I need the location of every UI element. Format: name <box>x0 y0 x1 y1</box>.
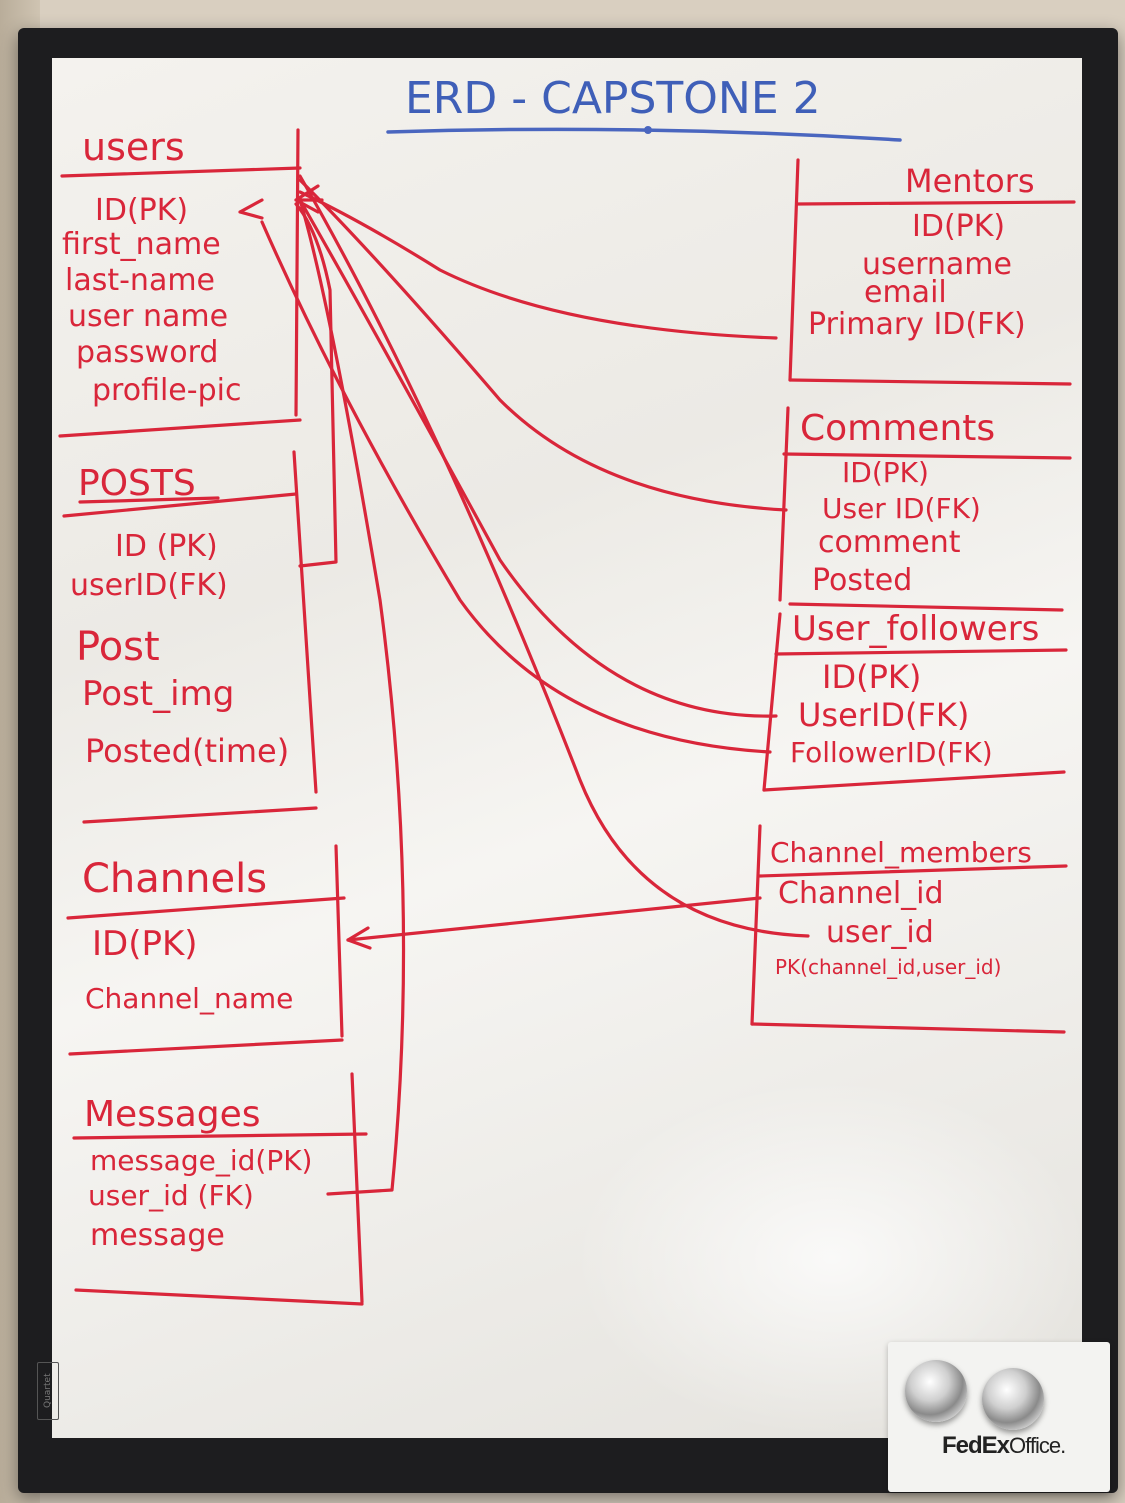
field-posts-posted: Posted(time) <box>85 732 289 770</box>
magnet-left <box>905 1360 967 1422</box>
rel-followers-followerid-users <box>260 220 772 754</box>
table-posts: POSTS ID (PK) userID(FK) Post Post_img P… <box>62 450 318 824</box>
table-comments-name: Comments <box>800 408 995 449</box>
field-channels-id: ID(PK) <box>92 924 198 964</box>
relationship-lines <box>238 174 810 1196</box>
table-users-name: users <box>82 125 185 169</box>
rel-channelmembers-channelid-channels <box>346 896 762 942</box>
field-messages-message: message <box>90 1218 225 1253</box>
magnet-right <box>982 1368 1044 1430</box>
field-comments-id: ID(PK) <box>842 456 929 489</box>
field-posts-post-img: Post_img <box>82 674 234 714</box>
table-mentors-name: Mentors <box>905 162 1035 200</box>
channels-id-arrow <box>346 926 372 950</box>
rel-comments-userid-users <box>298 178 788 512</box>
table-messages: Messages message_id(PK) user_id (FK) mes… <box>72 1072 368 1306</box>
field-mentors-id: ID(PK) <box>912 209 1005 244</box>
field-users-password: password <box>76 335 218 370</box>
field-users-last-name: last-name <box>65 263 215 298</box>
field-comments-user-id: User ID(FK) <box>822 492 981 525</box>
table-channel-members-name: Channel_members <box>770 836 1032 869</box>
field-posts-id: ID (PK) <box>115 529 218 564</box>
table-user-followers-name: User_followers <box>792 609 1039 649</box>
rel-followers-userid-users <box>298 198 778 718</box>
table-channels: Channels ID(PK) Channel_name <box>66 844 346 1056</box>
field-user-followers-user-id: UserID(FK) <box>798 696 969 734</box>
rel-mentors-primaryid-users <box>298 190 778 340</box>
field-channel-members-channel-id: Channel_id <box>778 876 944 911</box>
field-mentors-username: username <box>862 247 1012 282</box>
field-posts-user-id: userID(FK) <box>70 568 228 603</box>
table-mentors: Mentors ID(PK) username email Primary ID… <box>788 158 1076 386</box>
title-underline-dot <box>644 126 652 134</box>
table-user-followers: User_followers ID(PK) UserID(FK) Followe… <box>762 602 1068 792</box>
field-mentors-email: email <box>864 275 947 310</box>
title-underline <box>386 127 902 142</box>
field-user-followers-follower-id: FollowerID(FK) <box>790 736 993 769</box>
table-comments: Comments ID(PK) User ID(FK) comment Post… <box>778 406 1072 602</box>
table-users: users ID(PK) first_name last-name user n… <box>58 125 302 438</box>
diagram-title: ERD - CAPSTONE 2 <box>405 73 821 124</box>
fedex-logo-text: FedEx <box>942 1432 1010 1459</box>
office-logo-text: Office. <box>1009 1433 1066 1458</box>
field-users-profile-pic: profile-pic <box>92 373 241 408</box>
field-channels-channel-name: Channel_name <box>85 982 293 1015</box>
rel-channelmembers-userid-users <box>298 174 810 938</box>
field-messages-message-id: message_id(PK) <box>90 1144 312 1177</box>
table-messages-name: Messages <box>84 1094 261 1135</box>
field-users-user-name: user name <box>68 299 228 334</box>
field-users-first-name: first_name <box>62 227 221 262</box>
whiteboard-surface <box>52 58 1082 1438</box>
field-user-followers-id: ID(PK) <box>822 658 921 696</box>
field-channel-members-user-id: user_id <box>826 915 934 950</box>
field-channel-members-pk: PK(channel_id,user_id) <box>775 955 1001 979</box>
fedex-office-logo: FedExOffice. <box>942 1432 1066 1460</box>
field-mentors-primary-id: Primary ID(FK) <box>808 307 1026 342</box>
field-comments-comment: comment <box>818 525 961 560</box>
field-posts-post: Post <box>76 624 160 670</box>
table-channel-members: Channel_members Channel_id user_id PK(ch… <box>750 824 1068 1034</box>
table-channels-name: Channels <box>82 856 267 902</box>
rel-messages-userid-users <box>298 198 406 1196</box>
field-comments-posted: Posted <box>812 563 912 598</box>
field-messages-user-id: user_id (FK) <box>88 1179 254 1212</box>
field-users-id: ID(PK) <box>95 193 188 228</box>
table-posts-name: POSTS <box>78 463 196 504</box>
rel-posts-userid-users <box>294 202 338 568</box>
users-id-arrow <box>238 198 264 220</box>
